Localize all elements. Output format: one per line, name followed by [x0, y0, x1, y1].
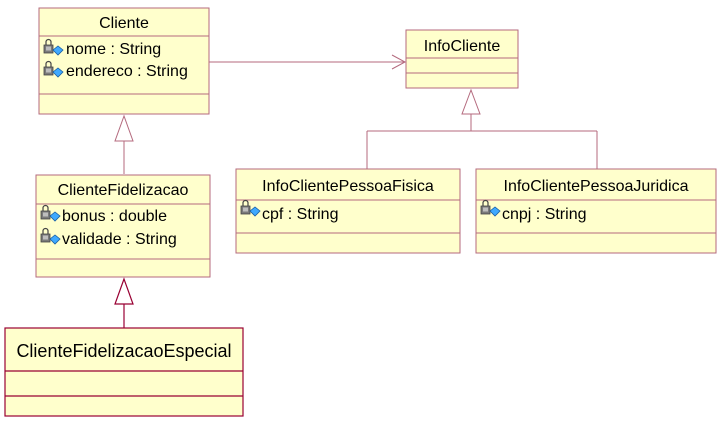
class-cliente[interactable]: Cliente nome : String endereco : String: [38, 7, 210, 115]
class-cliente-attr-endereco: endereco : String: [66, 63, 188, 80]
class-infoclientepessoajuridica-attr-cnpj: cnpj : String: [502, 206, 586, 223]
class-cliente-attr-nome: nome : String: [66, 41, 161, 58]
class-infoclientepessoafisica-name: InfoClientePessoaFisica: [262, 178, 434, 195]
class-clientefidelizacaoespecial-name: ClienteFidelizacaoEspecial: [16, 341, 231, 361]
generalization-especial-fidelizacao[interactable]: [114, 277, 134, 328]
class-infocliente-name: InfoCliente: [424, 38, 501, 55]
class-infoclientepessoajuridica[interactable]: InfoClientePessoaJuridica cnpj : String: [475, 168, 717, 254]
class-infocliente[interactable]: InfoCliente: [405, 29, 519, 89]
class-clientefidelizacaoespecial[interactable]: ClienteFidelizacaoEspecial: [4, 327, 244, 417]
class-infoclientepessoafisica-attr-cpf: cpf : String: [262, 206, 338, 223]
class-clientefidelizacao-name: ClienteFidelizacao: [58, 182, 189, 199]
relations-layer: [114, 54, 598, 328]
generalization-pessoa-infocliente[interactable]: [366, 88, 598, 169]
class-clientefidelizacao-attr-bonus: bonus : double: [62, 208, 167, 225]
class-cliente-name: Cliente: [99, 15, 149, 32]
generalization-fidelizacao-cliente[interactable]: [114, 114, 134, 174]
association-cliente-infocliente[interactable]: [209, 54, 407, 70]
class-clientefidelizacao-attr-validade: validade : String: [62, 231, 177, 248]
class-infoclientepessoajuridica-name: InfoClientePessoaJuridica: [504, 178, 689, 195]
class-infoclientepessoafisica[interactable]: InfoClientePessoaFisica cpf : String: [235, 168, 461, 254]
class-clientefidelizacao[interactable]: ClienteFidelizacao bonus : double valida…: [35, 174, 211, 278]
